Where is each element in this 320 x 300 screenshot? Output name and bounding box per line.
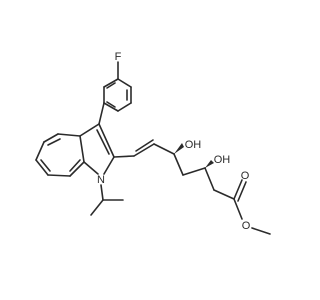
ring-bond (47, 174, 71, 177)
ring-double-bond (47, 138, 61, 146)
methyl-bond (90, 199, 104, 216)
chain-bond (204, 167, 215, 191)
structure-drawing: F N OH OH O O (35, 51, 271, 235)
ring-bond (69, 161, 85, 177)
methyl-ester-bond (251, 227, 271, 235)
ring-bond (57, 133, 81, 137)
ring-double-bond (106, 101, 116, 108)
hydroxyl-label-1: OH (185, 139, 202, 151)
chain-bond (182, 167, 206, 176)
indole-benzene-ring (35, 133, 85, 177)
molecule-diagram: F N OH OH O O (35, 51, 271, 235)
aryl-link-bond (98, 102, 105, 125)
chain-bond (213, 189, 235, 200)
fluorine-label: F (115, 51, 122, 63)
chain-bond (113, 155, 135, 158)
alkene-double-bond (135, 139, 154, 152)
ester-oxygen-label: O (242, 220, 251, 232)
fluorophenyl-ring (103, 61, 132, 112)
alkene-bond (133, 143, 155, 157)
isopropyl-group (90, 184, 124, 216)
ring-bond (35, 159, 49, 176)
n-c-bond (100, 184, 104, 201)
ring-double-bond (69, 159, 81, 172)
ring-bond (103, 78, 119, 88)
ring-bond (98, 123, 115, 158)
wedge-bond (174, 143, 184, 154)
wedge-bond (205, 160, 214, 168)
carbonyl-double-bond (237, 181, 247, 202)
indole-pyrrole-ring (79, 123, 115, 175)
chain-bond (173, 153, 184, 176)
ring-double-bond (40, 159, 51, 172)
ring-bond (83, 161, 99, 175)
ring-bond (117, 78, 132, 88)
ring-bond (43, 133, 59, 143)
chain-bond (153, 143, 175, 155)
ring-double-bond (96, 129, 110, 155)
carbonyl-oxygen-label: O (241, 170, 250, 182)
ring-double-bond (106, 82, 116, 89)
ring-bond (79, 135, 85, 163)
ring-bond (35, 141, 45, 161)
side-chain (113, 139, 271, 235)
ring-bond (117, 102, 132, 112)
ring-bond (79, 123, 100, 137)
ring-bond (103, 102, 119, 112)
carbonyl-bond (233, 179, 243, 200)
nitrogen-label: N (97, 174, 105, 186)
ester-o-bond (233, 198, 243, 220)
hydroxyl-label-2: OH (214, 154, 231, 166)
ring-bond (103, 156, 115, 175)
